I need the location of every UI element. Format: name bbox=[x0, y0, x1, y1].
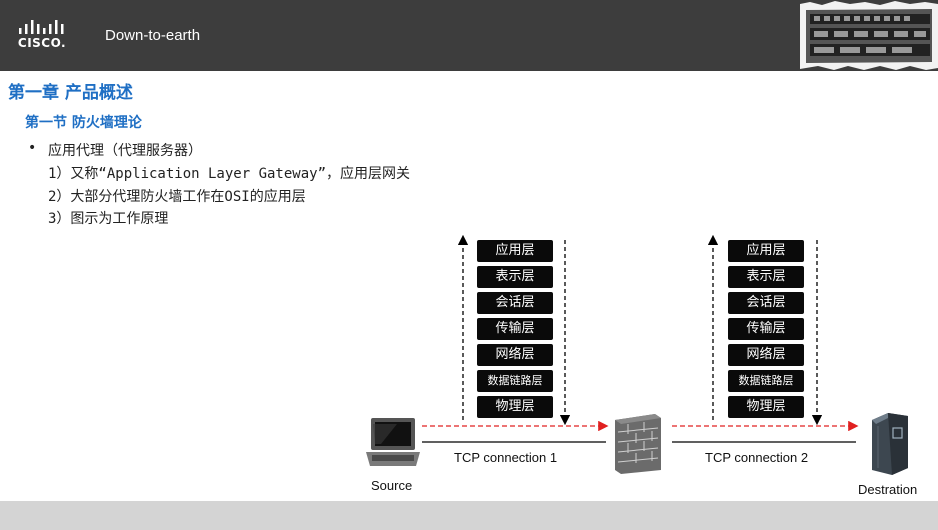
left-layer-transport: 传输层 bbox=[477, 318, 553, 340]
bullet-text: 应用代理（代理服务器） bbox=[48, 143, 202, 159]
laptop-icon bbox=[366, 418, 420, 466]
router-hardware-photo bbox=[800, 1, 938, 70]
body-line-2: 2）大部分代理防火墙工作在OSI的应用层 bbox=[48, 189, 306, 205]
app-title: Down-to-earth bbox=[105, 27, 201, 44]
body-line-1: 1）又称“Application Layer Gateway”，应用层网关 bbox=[48, 166, 411, 182]
tcp-connection-2-label: TCP connection 2 bbox=[705, 450, 809, 465]
header-bar: CISCO. Down-to-earth bbox=[0, 0, 938, 71]
section-heading: 第一节 防火墙理论 bbox=[25, 115, 142, 131]
right-layer-application: 应用层 bbox=[728, 240, 804, 262]
left-layer-presentation: 表示层 bbox=[477, 266, 553, 288]
right-layer-presentation: 表示层 bbox=[728, 266, 804, 288]
logo-text: CISCO. bbox=[17, 36, 67, 50]
cisco-bars-icon bbox=[19, 20, 64, 34]
right-layer-transport: 传输层 bbox=[728, 318, 804, 340]
right-layer-datalink: 数据链路层 bbox=[728, 370, 804, 392]
destination-label: Destration bbox=[858, 482, 918, 497]
chapter-heading: 第一章 产品概述 bbox=[8, 83, 133, 103]
left-layer-network: 网络层 bbox=[477, 344, 553, 366]
footer-bar bbox=[0, 501, 938, 530]
left-layer-application: 应用层 bbox=[477, 240, 553, 262]
right-layer-physical: 物理层 bbox=[728, 396, 804, 418]
left-layer-session: 会话层 bbox=[477, 292, 553, 314]
cisco-logo: CISCO. bbox=[16, 20, 68, 52]
right-layer-network: 网络层 bbox=[728, 344, 804, 366]
bullet-icon: • bbox=[28, 140, 37, 156]
left-layer-physical: 物理层 bbox=[477, 396, 553, 418]
tcp-connection-1-label: TCP connection 1 bbox=[454, 450, 558, 465]
source-label: Source bbox=[371, 478, 413, 493]
right-layer-session: 会话层 bbox=[728, 292, 804, 314]
firewall-icon bbox=[615, 414, 661, 474]
left-layer-datalink: 数据链路层 bbox=[477, 370, 553, 392]
server-icon bbox=[872, 413, 908, 475]
body-line-3: 3）图示为工作原理 bbox=[48, 211, 169, 227]
